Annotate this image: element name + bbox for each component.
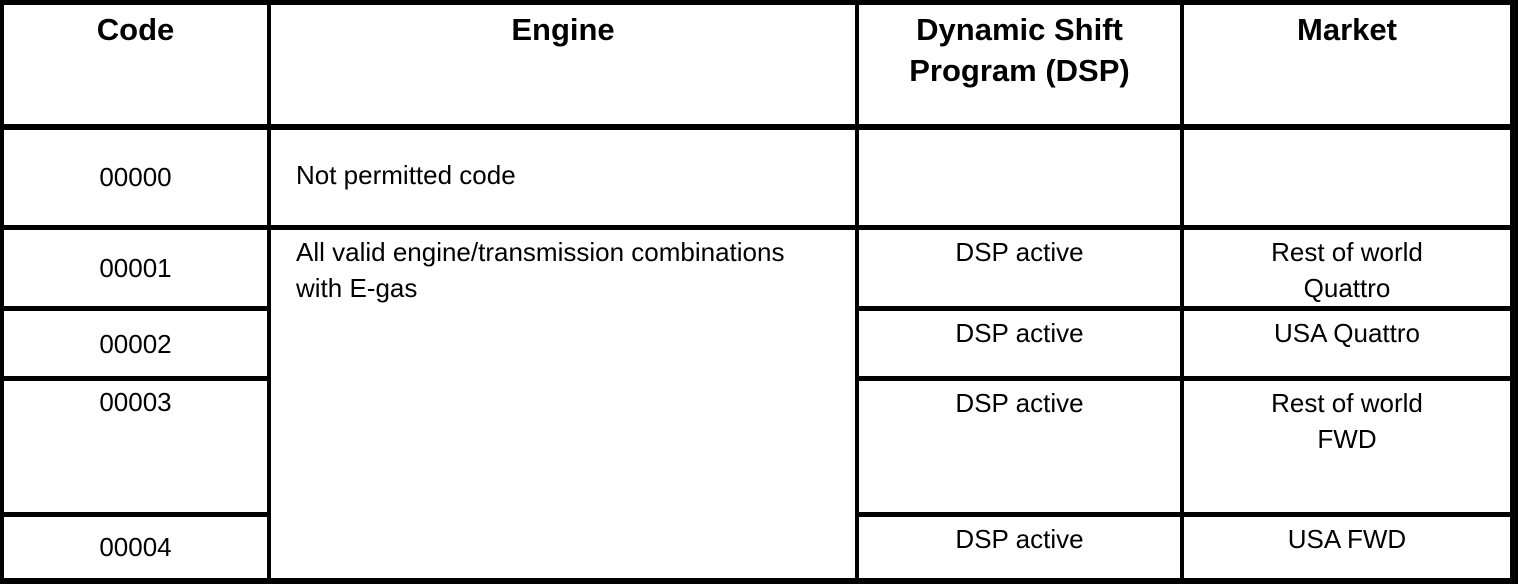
column-header-dsp: Dynamic Shift Program (DSP): [855, 0, 1184, 130]
column-header-engine: Engine: [267, 0, 859, 130]
table-row: 00003 DSP active Rest of world FWD: [0, 376, 1516, 517]
table-row: 00002 DSP active USA Quattro: [0, 306, 1516, 381]
dsp-cell: DSP active: [855, 225, 1184, 311]
dsp-cell: DSP active: [855, 306, 1184, 381]
engine-cell: All valid engine/transmission combinatio…: [267, 225, 859, 583]
market-cell: USA FWD: [1180, 512, 1516, 583]
header-row: Code Engine Dynamic Shift Program (DSP) …: [0, 0, 1516, 130]
market-cell: Rest of world Quattro: [1180, 225, 1516, 311]
dsp-cell: DSP active: [855, 512, 1184, 583]
code-cell: 00003: [0, 376, 271, 517]
table-row: 00001 All valid engine/transmission comb…: [0, 225, 1516, 583]
dsp-cell: DSP active: [855, 376, 1184, 517]
column-header-code: Code: [0, 0, 271, 130]
dsp-cell: [855, 124, 1184, 230]
column-header-market: Market: [1180, 0, 1516, 130]
market-cell: [1180, 124, 1516, 230]
market-cell: USA Quattro: [1180, 306, 1516, 381]
code-cell: 00001: [0, 225, 271, 311]
table-row: 00000 Not permitted code: [0, 124, 1516, 230]
market-cell: Rest of world FWD: [1180, 376, 1516, 517]
code-cell: 00004: [0, 512, 271, 583]
engine-cell: Not permitted code: [267, 124, 859, 230]
table-row: 00004 DSP active USA FWD: [0, 512, 1516, 583]
code-cell: 00002: [0, 306, 271, 381]
code-cell: 00000: [0, 124, 271, 230]
